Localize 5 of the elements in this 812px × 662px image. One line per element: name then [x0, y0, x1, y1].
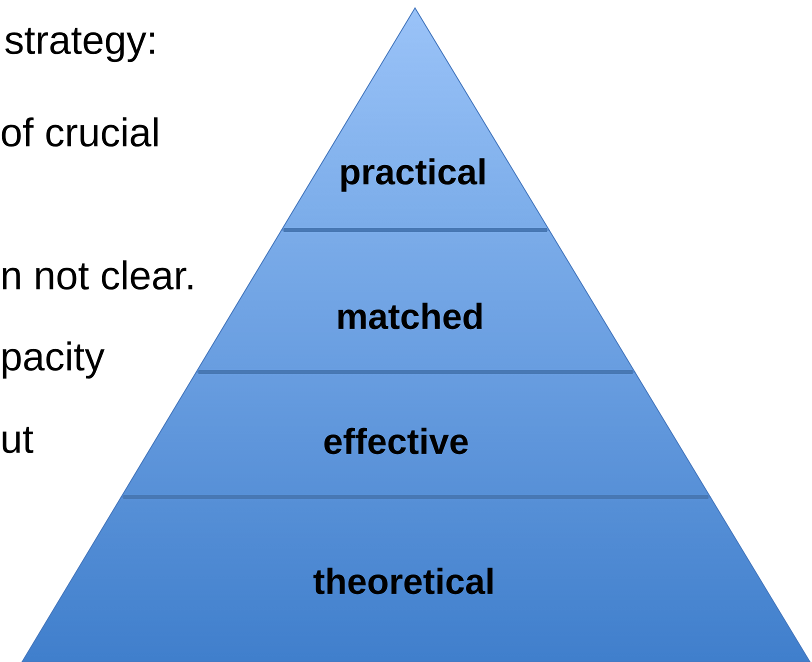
slide-text: n not clear.	[2, 260, 192, 290]
slide-text: pacity	[2, 341, 105, 379]
slide-text: strategy:	[5, 28, 154, 62]
slide-text: ut	[2, 426, 34, 454]
slide-text: of crucial	[2, 117, 158, 147]
